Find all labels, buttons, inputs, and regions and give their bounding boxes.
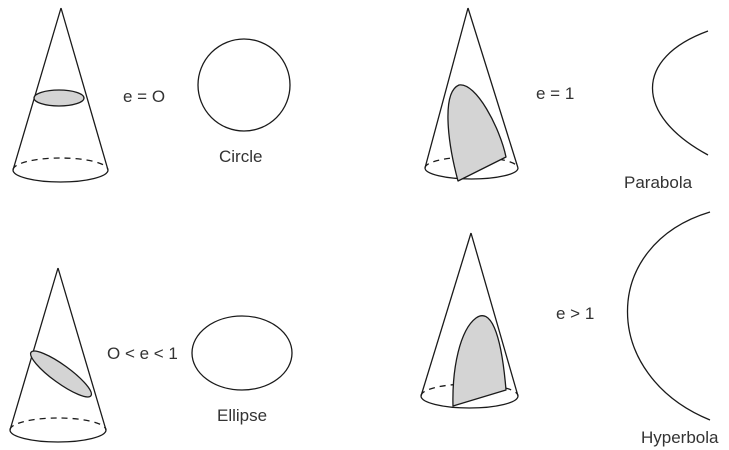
parabola-panel: e = 1 Parabola (424, 7, 709, 192)
parabola-name-label: Parabola (624, 173, 693, 192)
ellipse-cone (9, 267, 107, 443)
circle-name-label: Circle (219, 147, 262, 166)
parabola-curve (652, 30, 709, 156)
circle-shape (197, 38, 291, 132)
circle-eccentricity-label: e = O (123, 87, 165, 106)
ellipse-panel: O < e < 1 Ellipse (9, 267, 293, 443)
hyperbola-panel: e > 1 Hyperbola (420, 211, 719, 447)
hyperbola-eccentricity-label: e > 1 (556, 304, 594, 323)
circle-cone (12, 7, 109, 183)
hyperbola-curve (626, 211, 711, 421)
parabola-eccentricity-label: e = 1 (536, 84, 574, 103)
ellipse-cross-section (29, 350, 93, 398)
ellipse-name-label: Ellipse (217, 406, 267, 425)
hyperbola-cross-section (452, 315, 507, 407)
ellipse-eccentricity-label: O < e < 1 (107, 344, 178, 363)
hyperbola-cone (420, 232, 519, 409)
hyperbola-name-label: Hyperbola (641, 428, 719, 447)
parabola-cross-section (447, 84, 507, 182)
ellipse-shape (191, 315, 293, 391)
circle-panel: e = O Circle (12, 7, 291, 183)
circle-cross-section (33, 89, 85, 107)
